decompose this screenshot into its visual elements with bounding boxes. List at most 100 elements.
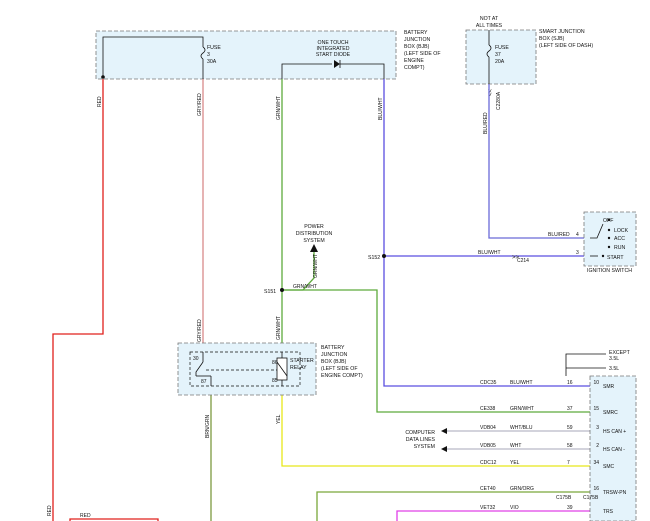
ignition-switch-box — [583, 211, 637, 267]
wire-yel — [281, 384, 590, 467]
computer-label-2: DATA LINES — [406, 437, 436, 443]
diode-symbol — [334, 60, 340, 68]
pcm-row-pin: 39 — [567, 505, 573, 511]
ign-pin-4: 4 — [576, 232, 579, 238]
pcm-row-circuit: VDB05 — [480, 443, 496, 449]
relay-pin-86: 86 — [272, 360, 278, 366]
fuse-37-rating: 20A — [495, 59, 505, 65]
sjb-label-1: SMART JUNCTION — [539, 29, 585, 35]
wire-grn-wht-label: GRN/WHT — [276, 96, 282, 120]
wires: RED RED RED GRY/RED GRY/RED GRN/WHT GRN/… — [47, 79, 590, 521]
bjb-top-label-6: COMPT) — [404, 65, 425, 71]
diode-lead-left — [281, 63, 332, 79]
bjb-bottom-label-1: BATTERY — [321, 345, 345, 351]
wire-blu-red-label: BLU/RED — [483, 112, 489, 134]
not-at-label-1: NOT AT — [480, 16, 499, 22]
ign-contact-off — [607, 218, 611, 222]
not-at-label-2: ALL TIMES — [476, 23, 503, 29]
pcm-row-wire-color: GRN/WHT — [510, 406, 534, 412]
relay-contact-arm — [195, 361, 204, 376]
can-minus-arrow — [441, 446, 447, 452]
can-plus-arrow — [441, 428, 447, 434]
wire-red — [52, 79, 104, 521]
relay-coil-slash — [276, 361, 288, 377]
diode-label-3: START DIODE — [316, 52, 351, 58]
pcm-row-function: TRS — [603, 509, 614, 515]
diode-label-1: ONE TOUCH — [318, 40, 349, 46]
bjb-bottom: 30 86 87 85 STARTER RELAY BATTERY JUNCTI… — [177, 342, 363, 396]
power-dist-label-3: SYSTEM — [303, 238, 324, 244]
pcm-row-wire-color: BLU/WHT — [510, 380, 533, 386]
except-label-1: EXCEPT — [609, 350, 631, 356]
pcm-row-wire-color: WHT/BLU — [510, 425, 533, 431]
pcm-row-wire-color: VIO — [510, 505, 519, 511]
wire-blu-wht-label: BLU/WHT — [378, 98, 384, 121]
wire-red-bottom-label: RED — [80, 513, 91, 519]
power-dist-label-1: POWER — [304, 224, 324, 230]
starter-relay-label-2: RELAY — [290, 365, 307, 371]
bjb-top-label-3: BOX (BJB) — [404, 44, 430, 50]
fuse-37-symbol — [486, 44, 492, 58]
bjb-top: FUSE 3 30A ONE TOUCH INTEGRATED START DI… — [95, 30, 441, 80]
splice-s151-label: S151 — [264, 289, 276, 295]
ign-contact-acc — [607, 236, 611, 240]
pcm-row-pin: 16 — [567, 380, 573, 386]
except-label-3: 3.5L — [609, 366, 619, 372]
pcm-row-pin2: 34 — [593, 460, 599, 466]
power-dist-label-2: DISTRIBUTION — [296, 231, 333, 237]
wire-brn-grn-label: BRN/GRN — [205, 415, 211, 438]
starter-relay-outline — [189, 351, 301, 387]
pcm-row-function: SMRC — [603, 410, 618, 416]
fuse-37-number: 37 — [495, 52, 501, 58]
pcm-row-pin: 37 — [567, 406, 573, 412]
sjb-label-2: BOX (SJB) — [539, 36, 565, 42]
pcm-box — [589, 375, 637, 521]
pcm-row-pin2: 3 — [596, 425, 599, 431]
ignition-switch-label: IGNITION SWITCH — [587, 268, 632, 274]
splice-s151-dot — [280, 288, 284, 292]
pcm-row-wire-color: GRN/ORG — [510, 486, 534, 492]
splice-s152-label: S152 — [368, 255, 380, 261]
fuse-3-symbol — [200, 46, 206, 60]
bjb-bottom-label-2: JUNCTION — [321, 352, 347, 358]
wire-grn-org — [316, 491, 590, 521]
c214-label: C214 — [517, 258, 529, 264]
wire-grn-wht-label-h: GRN/WHT — [293, 284, 317, 290]
wire-grn-wht-label-v: GRN/WHT — [313, 254, 319, 278]
pcm-row-wire-color: YEL — [510, 460, 520, 466]
diode-label-2: INTEGRATED — [316, 46, 349, 52]
except-bracket — [565, 353, 606, 376]
relay-pin-30: 30 — [193, 356, 199, 362]
wire-red-label: RED — [97, 96, 103, 107]
bjb-bottom-label-4: (LEFT SIDE OF — [321, 366, 358, 372]
wire-vio — [396, 510, 590, 521]
bjb-top-label-2: JUNCTION — [404, 37, 430, 43]
relay-pin-85: 85 — [272, 378, 278, 384]
sjb-box — [465, 29, 537, 85]
wire-red-label-lower: RED — [47, 505, 53, 516]
pcm-row-circuit: VET32 — [480, 505, 496, 511]
pcm-row-function: HS CAN - — [603, 447, 625, 453]
fuse-3-label: FUSE — [207, 45, 221, 51]
splice-s152-dot — [382, 254, 386, 258]
bjb-top-label-5: ENGINE — [404, 58, 424, 64]
fuse-37-label: FUSE — [495, 45, 509, 51]
ign-pos-off: OFF — [603, 218, 613, 224]
ign-contact-run — [607, 245, 611, 249]
pcm-row-function: SMC — [603, 464, 615, 470]
sjb-label-3: (LEFT SIDE OF DASH) — [539, 43, 593, 49]
pcm-row-circuit: CDC35 — [480, 380, 497, 386]
sjb: NOT AT ALL TIMES FUSE 37 20A SMART JUNCT… — [465, 16, 593, 110]
wire-grn-wht-to-pcm — [282, 289, 590, 413]
wire-gry-red-label-lower: GRY/RED — [197, 319, 203, 342]
pcm-row-circuit: VDB04 — [480, 425, 496, 431]
bjb-top-bus — [102, 36, 204, 77]
wire-gry-red-label: GRY/RED — [197, 93, 203, 116]
power-dist-arrow — [310, 244, 318, 252]
pcm-row-pin: 7 — [567, 460, 570, 466]
wire-yel-label: YEL — [276, 414, 282, 424]
pcm-row-pin2: 10 — [593, 380, 599, 386]
